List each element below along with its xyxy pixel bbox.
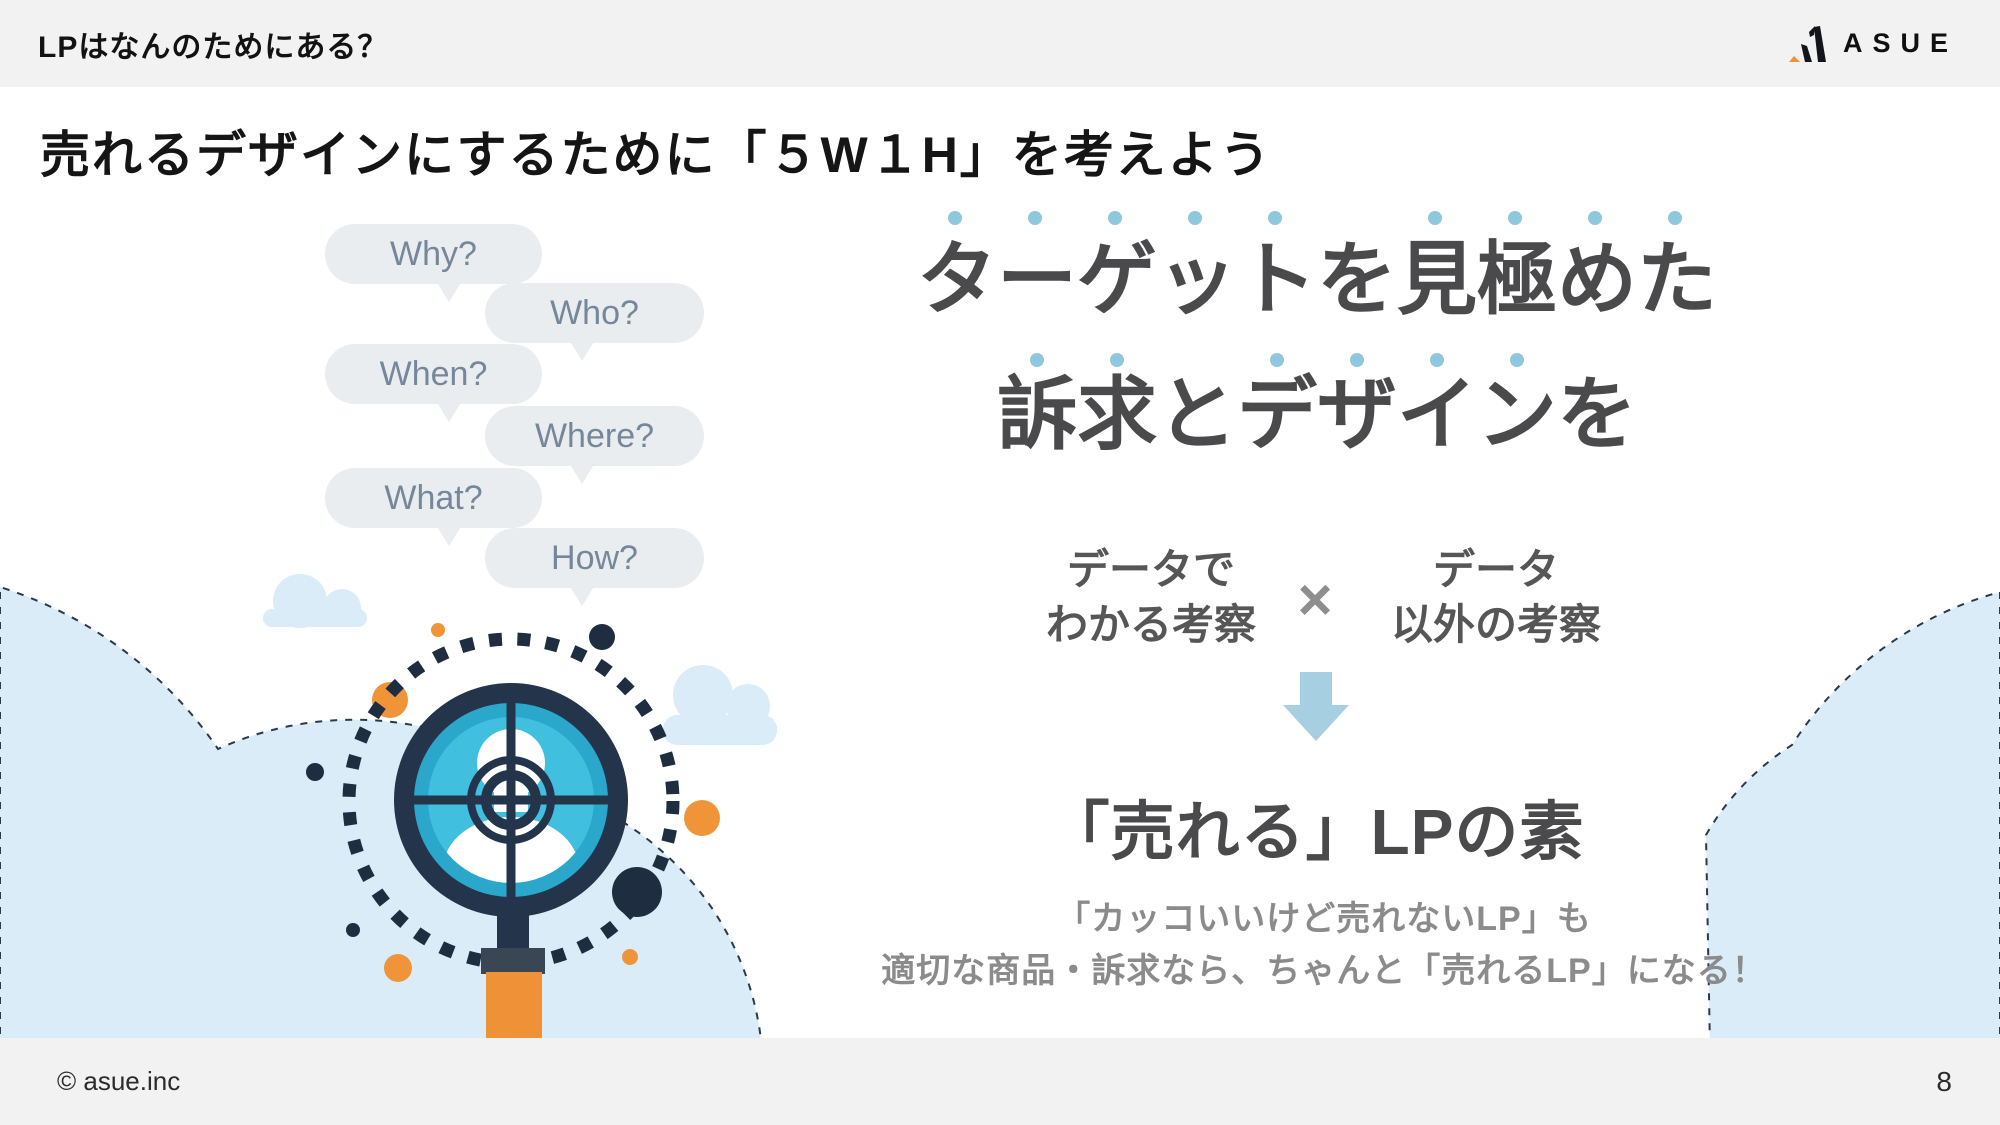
dotted-orbit-ring <box>342 632 680 970</box>
crosshair <box>414 703 608 897</box>
magnifier-lens <box>394 683 628 917</box>
main-message-line2: 訴求とデザインを <box>997 370 1637 459</box>
asue-logo: ASUE <box>1785 23 1958 65</box>
formula-right-line1: データ <box>1432 546 1559 593</box>
page-title: 売れるデザインにするために「５W１H」を考えよう <box>40 127 1272 183</box>
small-cloud-left <box>263 574 367 628</box>
navy-dot <box>346 923 360 937</box>
formula-left: データで わかる考察 <box>1021 542 1281 652</box>
main-message-line1: ターゲットを見極めた <box>917 235 1717 324</box>
formula-left-line1: データで <box>1066 546 1235 593</box>
main-message: ターゲットを見極めた 訴求とデザインを <box>897 237 1737 455</box>
bubble-how: How? <box>485 528 704 606</box>
orange-dot <box>622 949 638 965</box>
page-number: 8 <box>1936 1065 1952 1097</box>
down-arrow-head <box>1283 705 1349 741</box>
formula-right-line2: 以外の考察 <box>1390 601 1601 648</box>
bubble-how-label: How? <box>551 538 638 577</box>
result-title: 「売れる」LPの素 <box>1045 796 1585 868</box>
navy-dot <box>589 624 615 650</box>
slide-footer: © asue.inc 8 <box>0 1038 2000 1125</box>
formula-right: データ 以外の考察 <box>1366 542 1626 652</box>
emphasis-dots-line2 <box>1030 353 1524 367</box>
orange-dot <box>431 623 445 637</box>
right-cloud <box>1704 590 2000 1038</box>
navy-dot-large <box>612 867 662 917</box>
down-arrow-icon <box>1283 672 1349 741</box>
asue-logo-icon <box>1788 25 1826 62</box>
bubble-when-label: When? <box>379 354 488 393</box>
emphasis-dots-line1 <box>948 211 1682 225</box>
bubble-where-label: Where? <box>534 416 655 455</box>
bubble-what-label: What? <box>384 478 483 517</box>
bubble-tail <box>436 525 462 546</box>
bubble-who-label: Who? <box>550 293 639 332</box>
bubble-why: Why? <box>325 224 542 302</box>
bubble-when: When? <box>325 344 542 422</box>
bubble-tail <box>436 281 462 302</box>
copyright-text: © asue.inc <box>57 1066 181 1096</box>
small-cloud-right <box>663 665 777 745</box>
left-cloud <box>0 585 762 1038</box>
target-scope-illustration <box>0 211 2000 1038</box>
bubble-why-label: Why? <box>390 234 477 273</box>
bubble-tail <box>569 340 595 361</box>
note-line1: 「カッコいいけど売れないLP」も <box>1056 900 1592 938</box>
bubble-tail <box>569 585 595 606</box>
bubble-where: Where? <box>485 406 704 484</box>
orange-dot <box>384 954 412 982</box>
magnifier-handle <box>481 915 545 1038</box>
header-title: LPはなんのためにある？ <box>38 30 389 64</box>
orange-dot <box>684 800 720 836</box>
bubble-who: Who? <box>485 283 704 361</box>
asue-logo-text: ASUE <box>1842 28 1958 58</box>
slide-header: LPはなんのためにある？ ASUE <box>0 0 2000 87</box>
bubble-what: What? <box>325 468 542 546</box>
slide-body: 売れるデザインにするために「５W１H」を考えよう Why? Who? When?… <box>0 87 2000 1038</box>
bubble-tail <box>569 463 595 484</box>
bubble-tail <box>436 401 462 422</box>
navy-dot <box>306 763 324 781</box>
note-line2: 適切な商品・訴求なら、ちゃんと「売れるLP」になる！ <box>881 952 1767 990</box>
down-arrow-shaft <box>1300 672 1332 705</box>
multiply-icon: × <box>1297 566 1333 633</box>
formula-left-line2: わかる考察 <box>1045 601 1256 648</box>
